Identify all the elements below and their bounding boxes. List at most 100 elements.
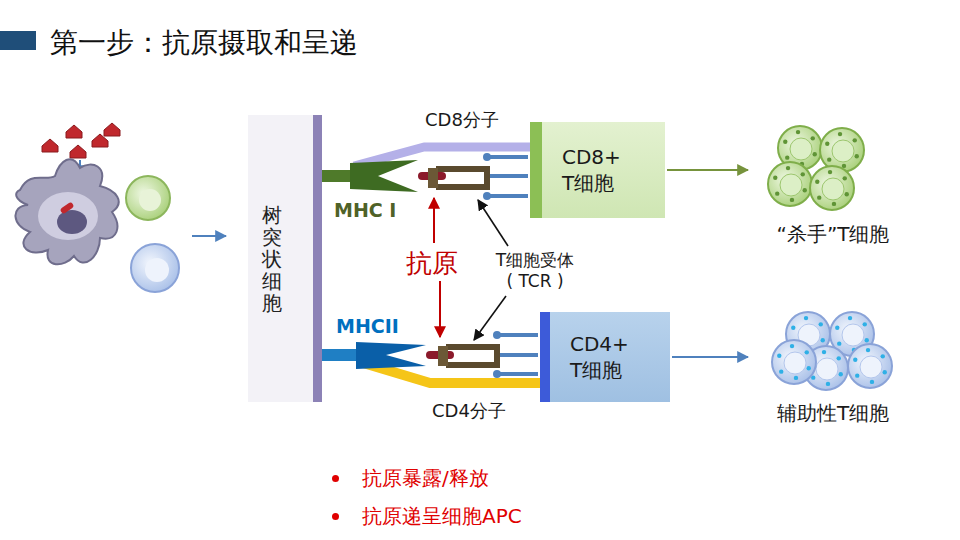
illustration-part (490, 174, 528, 178)
illustration-part (785, 155, 789, 159)
illustration-part (438, 346, 448, 366)
t-cell-box: CD4+ T细胞 (540, 312, 670, 402)
illustration-part (790, 198, 794, 202)
illustration-part (835, 326, 839, 330)
t-cell (768, 162, 812, 206)
flow-arrow (672, 356, 748, 358)
bullet-text: 抗原暴露/释放 (362, 465, 489, 492)
tcr-leader (478, 200, 508, 246)
illustration-part (777, 354, 781, 358)
illustration-part (813, 152, 817, 156)
tcr-label: T细胞受体 ( TCR ) (492, 250, 578, 293)
node-label: “杀手”T细胞 (777, 221, 890, 248)
illustration-part (783, 140, 787, 144)
node-label: CD4+ T细胞 (570, 331, 646, 383)
t-cell-box: CD8+ T细胞 (530, 122, 665, 218)
illustration-part (837, 341, 841, 345)
tcr-leader (474, 296, 506, 340)
bullet-text: 抗原递呈细胞APC (362, 503, 522, 530)
illustration-part (483, 192, 491, 200)
illustration-part (821, 338, 825, 342)
illustration-part (825, 142, 829, 146)
illustration-part (428, 168, 438, 188)
mhc2-groove (356, 342, 426, 369)
illustration-part (794, 376, 798, 380)
bullet-dot (332, 475, 339, 482)
cell-band: 树突状细胞 (248, 115, 322, 402)
flow-arrow (667, 169, 748, 171)
node-label: 树突状细胞 (262, 204, 282, 314)
illustration-part (801, 172, 805, 176)
illustration-part (843, 176, 847, 180)
bullet-dot (332, 513, 339, 520)
illustration-part (842, 164, 846, 168)
illustration-part (790, 344, 794, 348)
illustration-part (807, 366, 811, 370)
illustration-part (848, 344, 892, 388)
illustration-part (839, 372, 843, 376)
illustration-part (768, 162, 812, 206)
tcr-upper (428, 153, 528, 200)
illustration-part (820, 128, 864, 172)
illustration-part (493, 370, 501, 378)
illustration-part (104, 123, 120, 136)
illustration-part (860, 356, 882, 378)
illustration-part (791, 326, 795, 330)
illustration-part (870, 380, 874, 384)
illustration-part (66, 125, 82, 138)
killer-t-cell-group: “杀手”T细胞 (748, 120, 918, 250)
t-cell (820, 128, 864, 172)
illustration-part (848, 316, 852, 320)
illustration-part (810, 166, 854, 210)
blue-cell (131, 244, 179, 292)
t-cell (772, 340, 816, 384)
illustration-part (779, 369, 783, 373)
illustration-part (780, 174, 802, 196)
illustration-part (772, 340, 816, 384)
title-bar (0, 31, 36, 50)
cytoplasm (38, 192, 98, 240)
illustration-part (828, 170, 832, 174)
antigen-leader (433, 198, 435, 243)
illustration-part (881, 354, 885, 358)
slide-title: 第一步：抗原摄取和呈递 (50, 24, 358, 62)
molecule-label: CD4分子 (432, 399, 506, 423)
illustration-part (832, 140, 854, 162)
t-cell (810, 166, 854, 210)
antigen-particles (42, 123, 120, 158)
illustration-part (446, 344, 500, 368)
node-label: CD8+ T细胞 (562, 144, 638, 196)
illustration-part (70, 145, 86, 158)
internal-antigen (60, 202, 75, 215)
illustration-part (837, 356, 841, 360)
antigen-leader (439, 281, 441, 337)
illustration-part (822, 178, 844, 200)
illustration-part (817, 195, 821, 199)
illustration-part (803, 188, 807, 192)
illustration-part (855, 154, 859, 158)
cell-body (15, 159, 118, 264)
illustration-part (42, 139, 58, 152)
illustration-part (838, 132, 842, 136)
illustration-part (786, 166, 790, 170)
dendritic-cell-figure (15, 159, 118, 264)
illustration-part (842, 324, 864, 346)
illustration-part (816, 358, 838, 380)
flow-arrow (192, 235, 226, 237)
green-cell (126, 176, 170, 220)
t-cell (848, 344, 892, 388)
illustration-part (827, 157, 831, 161)
illustration-part (805, 350, 809, 354)
molecule-label: CD8分子 (425, 108, 499, 132)
illustration-part (790, 138, 812, 160)
node-label: 辅助性T细胞 (777, 400, 889, 427)
illustration-part (775, 191, 779, 195)
illustration-part (483, 153, 491, 161)
illustration-part (811, 136, 815, 140)
illustration-part (853, 358, 857, 362)
illustration-part (493, 331, 501, 339)
illustration-part (866, 348, 870, 352)
